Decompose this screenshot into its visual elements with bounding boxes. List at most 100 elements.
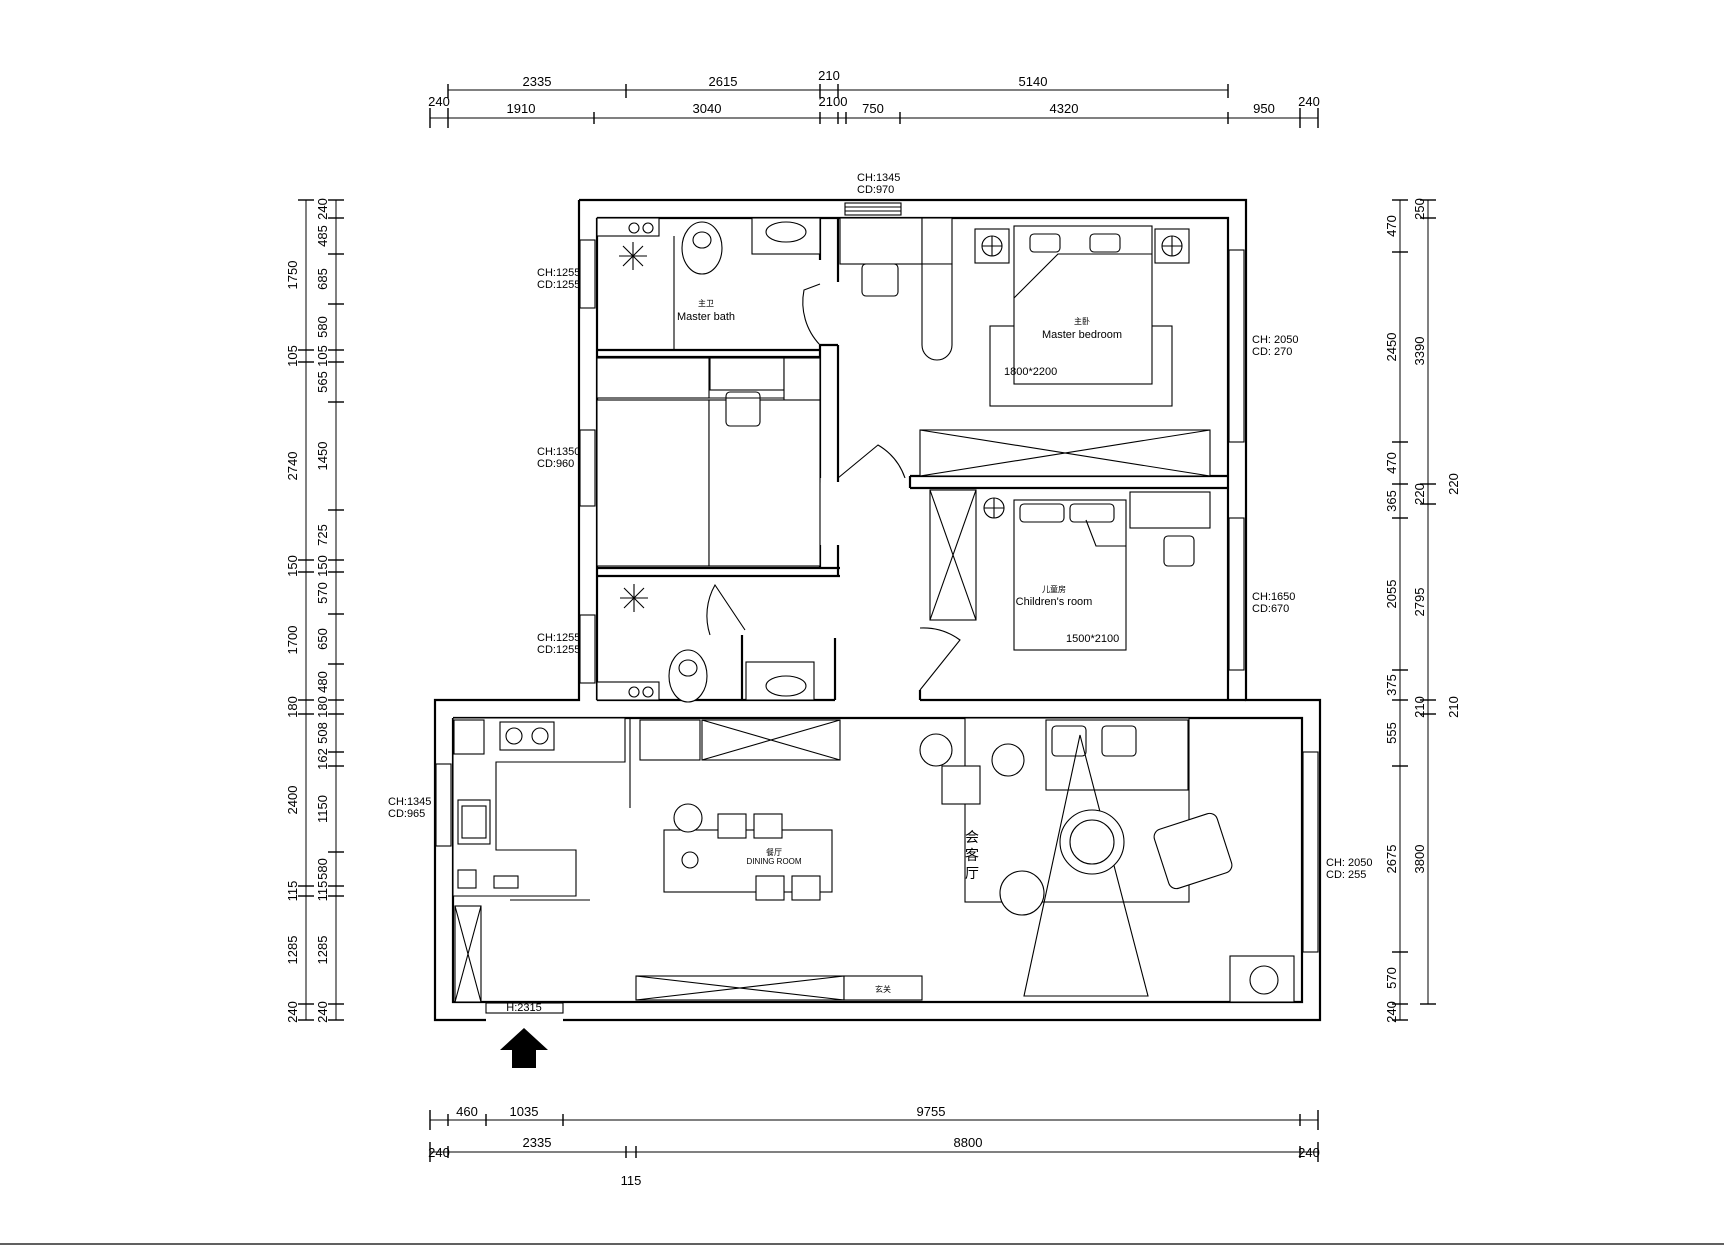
window-label-ch: CH:1345: [388, 796, 431, 808]
dim-right2-3390: 3390: [1412, 337, 1427, 366]
nightstand-lamp-icon: [983, 497, 1005, 519]
dim-right-2055: 2055: [1384, 580, 1399, 609]
dim-right-375: 375: [1384, 674, 1399, 696]
dim-right2-210: 210: [1412, 696, 1427, 718]
dim-bottom-460: 460: [456, 1104, 478, 1119]
dim-left2-485: 485: [315, 225, 330, 247]
dim-bottom-8800: 8800: [954, 1135, 983, 1150]
window-kitchen: [435, 763, 452, 847]
window-top-study: [844, 202, 902, 216]
dim-top-950: 950: [1253, 101, 1275, 116]
dim-right2-220: 220: [1412, 483, 1427, 505]
dim-right-470b: 470: [1384, 452, 1399, 474]
dim-left2-150: 150: [315, 555, 330, 577]
dim-left2-1285: 1285: [315, 936, 330, 965]
dim-left-150: 150: [285, 555, 300, 577]
dim-left2-162: 162: [315, 748, 330, 770]
window-label-ch: CH:1350: [537, 446, 580, 458]
dim-left-1285: 1285: [285, 936, 300, 965]
living-furniture: [635, 717, 1295, 1003]
dim-left2-650: 650: [315, 628, 330, 650]
living-label-char: 会: [965, 830, 979, 846]
living-label-char: 厅: [965, 866, 979, 882]
children-chair: [1163, 535, 1195, 567]
dim-right-470: 470: [1384, 215, 1399, 237]
door-children-room: [919, 627, 961, 691]
door-second-bath: [706, 583, 746, 636]
nightstand-lamp-icon: [974, 228, 1010, 264]
dim-bottom-9755: 9755: [917, 1104, 946, 1119]
dim-top-750: 750: [862, 101, 884, 116]
room-label-cn: 主卧: [1074, 316, 1090, 326]
dim-bottom-240-right: 240: [1298, 1145, 1320, 1160]
dim-top-3040: 3040: [693, 101, 722, 116]
shower-head-icon: [620, 584, 648, 612]
person-icon: [991, 743, 1025, 777]
dim-left2-180: 180: [315, 696, 330, 718]
dim-bottom-2335: 2335: [523, 1135, 552, 1150]
dimension-lines: [298, 84, 1436, 1162]
dim-left-115: 115: [285, 881, 300, 902]
master-bedroom-furniture: [919, 225, 1211, 477]
dim-left-180: 180: [285, 696, 300, 718]
dim-top-240-left: 240: [428, 94, 450, 109]
dim-left-2740: 2740: [285, 452, 300, 481]
children-desk: [1129, 491, 1211, 529]
dim-top-5140: 5140: [1019, 74, 1048, 89]
dim-left2-115: 115: [315, 881, 330, 902]
dim-right2-3800: 3800: [1412, 845, 1427, 874]
armchair: [1153, 812, 1233, 890]
room-label-cn: 儿童房: [1042, 584, 1066, 594]
window-label-ch: CH:1255: [537, 632, 580, 644]
dim-left2-240: 240: [315, 198, 330, 220]
dim-left2-580b: 580: [315, 858, 330, 880]
room-label-cn: 餐厅: [766, 848, 782, 857]
living-label-char: 客: [965, 847, 979, 864]
dim-right3-210: 210: [1446, 696, 1461, 718]
dim-right-2450: 2450: [1384, 333, 1399, 362]
windows: [435, 202, 1319, 953]
window-label-cd: CD:965: [388, 808, 425, 820]
dining-furniture: [639, 719, 841, 901]
dim-left2-580: 580: [315, 316, 330, 338]
dim-top-1910: 1910: [507, 101, 536, 116]
room-label-en: Master bath: [677, 311, 735, 323]
plant-stand: [941, 765, 981, 805]
window-label-cd: CD:1255: [537, 279, 580, 291]
second-bath-fixtures: [596, 584, 815, 703]
dim-right2-2795: 2795: [1412, 588, 1427, 617]
window-label-ch: CH:1650: [1252, 591, 1295, 603]
room-labels: 主卫 Master bath 主卧 Master bedroom 1800*22…: [506, 298, 1122, 1014]
window-label-cd: CD: 270: [1252, 346, 1292, 358]
nightstand-lamp-icon: [1154, 228, 1190, 264]
side-table: [999, 870, 1045, 916]
dim-left2-105: 105: [315, 345, 330, 367]
entrance-door-frame: [485, 1002, 564, 1014]
dim-left2-1450: 1450: [315, 442, 330, 471]
room-label-cn: 主卫: [698, 298, 714, 308]
window-label-ch: CH:1345: [857, 172, 900, 184]
room-label-en: DINING ROOM: [746, 857, 801, 866]
dim-left-2400: 2400: [285, 786, 300, 815]
desk-chair: [861, 263, 899, 297]
window-second-bath: [579, 614, 596, 684]
dim-top-240-right: 240: [1298, 94, 1320, 109]
dim-top-4320: 4320: [1050, 101, 1079, 116]
window-living: [1302, 751, 1319, 953]
dim-right-570: 570: [1384, 967, 1399, 989]
window-master-bath: [579, 239, 596, 309]
door-master-bath: [802, 283, 821, 346]
dim-left2-1150: 1150: [315, 795, 330, 823]
room-label-cn: 玄关: [875, 984, 891, 994]
dim-top-2615: 2615: [709, 74, 738, 89]
dim-left-105: 105: [285, 345, 300, 367]
desk-area: [839, 217, 953, 361]
bed-size-label: 1500*2100: [1066, 633, 1119, 645]
fridge: [453, 719, 485, 755]
dim-right-555: 555: [1384, 722, 1399, 744]
dining-sideboard: [639, 719, 701, 761]
study-furniture: [596, 357, 821, 567]
window-labels: CH:1345 CD:970 CH:1255 CD:1255 CH:1350 C…: [388, 172, 1372, 881]
window-label-ch: CH:1255: [537, 267, 580, 279]
dim-bottom-115: 115: [621, 1173, 642, 1188]
